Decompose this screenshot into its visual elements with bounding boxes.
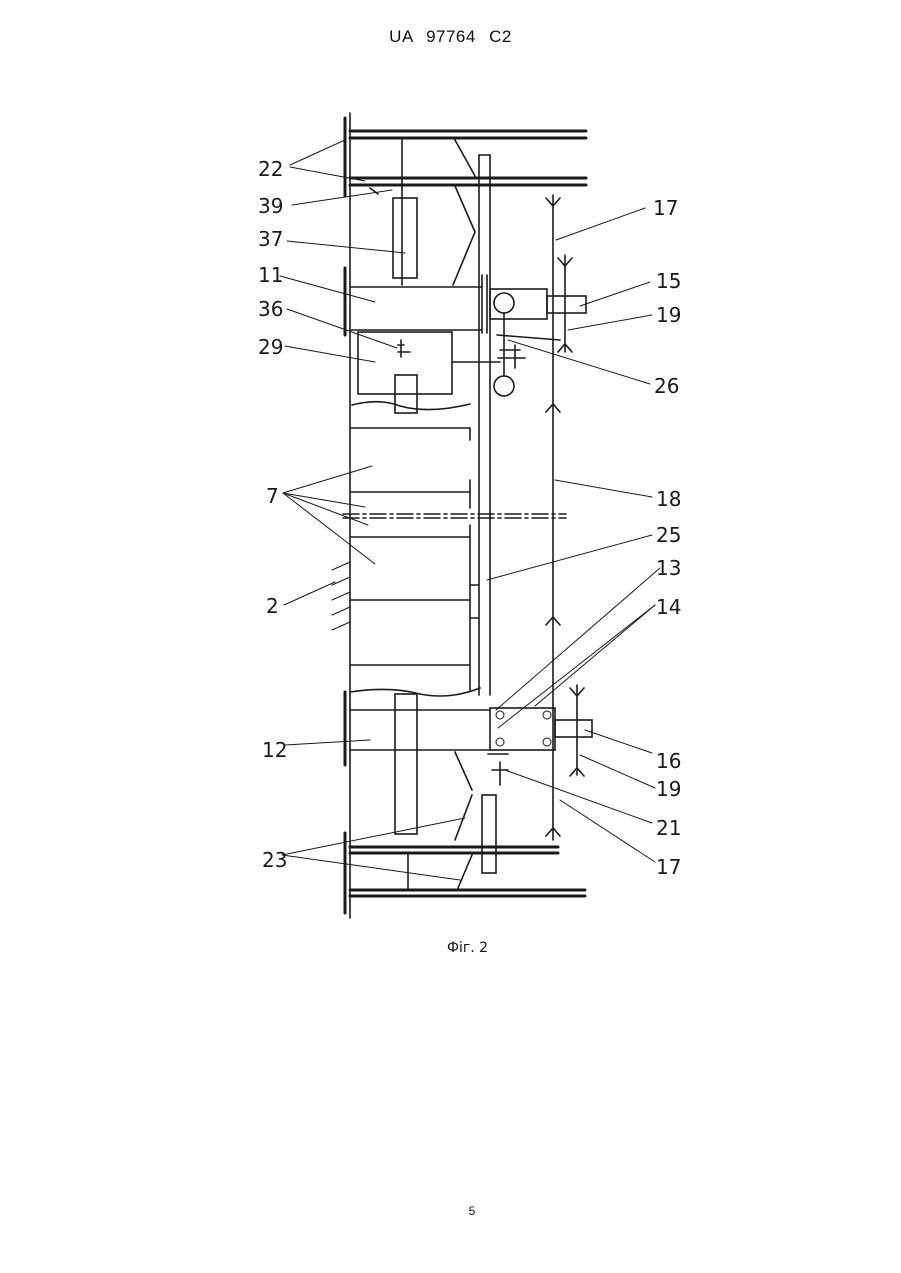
- label-21: 21: [656, 816, 681, 840]
- label-16: 16: [656, 749, 681, 773]
- label-22: 22: [258, 157, 283, 181]
- label-14: 14: [656, 595, 681, 619]
- label-39: 39: [258, 194, 283, 218]
- label-29: 29: [258, 335, 283, 359]
- label-26: 26: [654, 374, 679, 398]
- leader-lines: [280, 140, 660, 880]
- label-23: 23: [262, 848, 287, 872]
- label-15: 15: [656, 269, 681, 293]
- page-number: 5: [0, 1204, 901, 1218]
- label-19-top: 19: [656, 303, 681, 327]
- reference-labels: 22 39 37 11 36 29 7 2 12 23 17 15 19 26 …: [258, 157, 681, 879]
- label-12: 12: [262, 738, 287, 762]
- label-17-bottom: 17: [656, 855, 681, 879]
- label-25: 25: [656, 523, 681, 547]
- label-7: 7: [266, 484, 279, 508]
- label-17-top: 17: [653, 196, 678, 220]
- label-18: 18: [656, 487, 681, 511]
- label-19-bottom: 19: [656, 777, 681, 801]
- label-36: 36: [258, 297, 283, 321]
- label-2: 2: [266, 594, 279, 618]
- label-37: 37: [258, 227, 283, 251]
- label-13: 13: [656, 556, 681, 580]
- figure-caption: Фіг. 2: [0, 940, 901, 956]
- label-11: 11: [258, 263, 283, 287]
